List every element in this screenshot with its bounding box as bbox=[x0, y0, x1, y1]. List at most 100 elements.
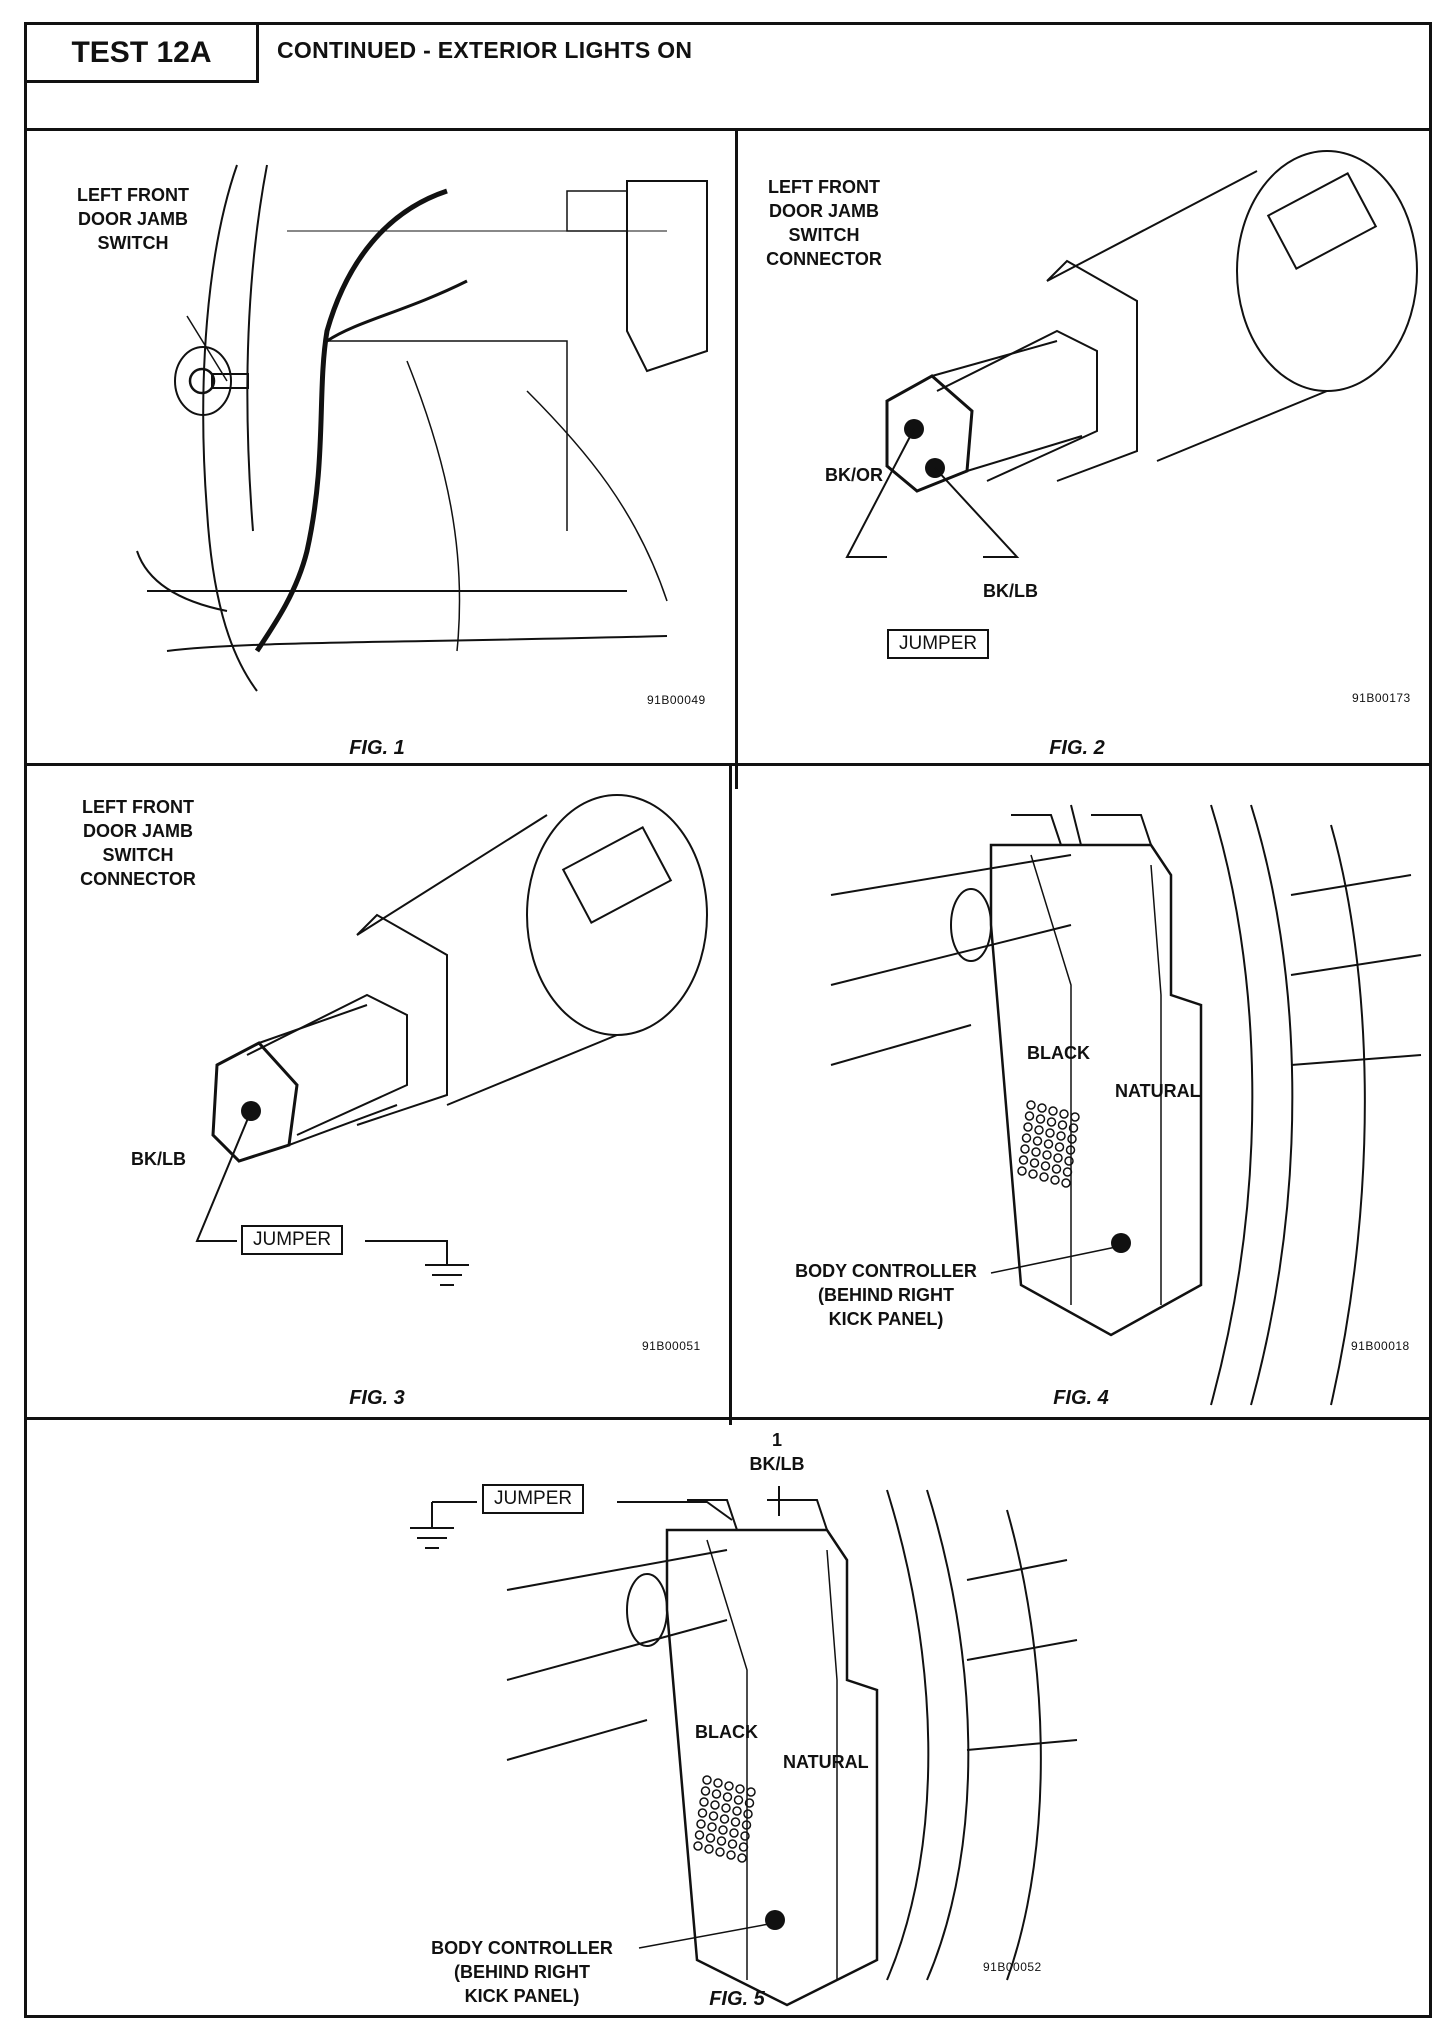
vent-hole bbox=[696, 1819, 706, 1829]
vent-hole bbox=[741, 1820, 752, 1830]
vent-hole bbox=[719, 1814, 730, 1824]
vent-hole bbox=[732, 1806, 742, 1816]
body-controller-illustration bbox=[830, 804, 1422, 1406]
figure-caption: FIG. 2 bbox=[1049, 737, 1105, 759]
vent-hole bbox=[699, 1797, 709, 1807]
jumper-box: JUMPER bbox=[887, 629, 990, 659]
vent-hole bbox=[738, 1842, 749, 1852]
vent-hole bbox=[746, 1787, 756, 1797]
connector-label: LEFT FRONT DOOR JAMB SWITCH CONNECTOR bbox=[766, 177, 882, 269]
natural-label: NATURAL bbox=[1115, 1081, 1201, 1101]
vent-hole bbox=[1024, 1111, 1035, 1121]
vent-hole bbox=[1029, 1158, 1040, 1168]
vent-hole bbox=[1028, 1169, 1038, 1179]
test-label: TEST 12A bbox=[27, 25, 259, 83]
vent-hole bbox=[1070, 1112, 1080, 1122]
vent-hole bbox=[1040, 1161, 1051, 1171]
vent-hole bbox=[1056, 1131, 1066, 1141]
vent-hole bbox=[1057, 1120, 1068, 1130]
vent-hole bbox=[1026, 1100, 1036, 1110]
vent-hole bbox=[1054, 1142, 1065, 1152]
vent-hole bbox=[694, 1830, 705, 1840]
connector-label: LEFT FRONT DOOR JAMB SWITCH CONNECTOR bbox=[80, 797, 196, 889]
vent-hole bbox=[1059, 1109, 1069, 1119]
divider-vertical-mid bbox=[729, 763, 732, 1425]
diagnostic-page: TEST 12A CONTINUED - EXTERIOR LIGHTS ON bbox=[24, 22, 1432, 2018]
vent-hole bbox=[1017, 1166, 1027, 1176]
vent-hole bbox=[718, 1825, 728, 1835]
vent-hole bbox=[1021, 1133, 1032, 1143]
vent-hole bbox=[724, 1781, 734, 1791]
vent-hole bbox=[1043, 1139, 1054, 1149]
vent-hole bbox=[1050, 1175, 1060, 1185]
vent-hole bbox=[713, 1778, 723, 1788]
vent-hole bbox=[730, 1817, 741, 1827]
figure-2-panel: LEFT FRONT DOOR JAMB SWITCH CONNECTOR BK… bbox=[737, 131, 1432, 763]
jumper-box: JUMPER bbox=[482, 1484, 585, 1514]
vent-hole bbox=[1023, 1122, 1033, 1132]
figure-code: 91B00051 bbox=[642, 1339, 701, 1353]
vent-hole bbox=[715, 1847, 725, 1857]
vent-hole bbox=[1032, 1136, 1043, 1146]
vent-hole bbox=[1051, 1164, 1062, 1174]
vent-hole bbox=[1053, 1153, 1063, 1163]
divider-row-2 bbox=[27, 1417, 1429, 1420]
figure-caption: FIG. 3 bbox=[349, 1387, 405, 1409]
body-controller-label: BODY CONTROLLER (BEHIND RIGHT KICK PANEL… bbox=[795, 1261, 977, 1329]
vent-hole bbox=[1045, 1128, 1055, 1138]
connector-illustration bbox=[845, 150, 1418, 558]
vent-hole bbox=[737, 1853, 747, 1863]
figure-4-panel: BLACK NATURAL BODY CONTROLLER (BEHIND RI… bbox=[731, 765, 1432, 1417]
vent-hole bbox=[716, 1836, 727, 1846]
vent-hole bbox=[1046, 1117, 1057, 1127]
vent-hole bbox=[1037, 1103, 1047, 1113]
black-label: BLACK bbox=[695, 1722, 758, 1742]
vent-hole bbox=[1042, 1150, 1052, 1160]
vent-hole bbox=[702, 1775, 712, 1785]
figure-code: 91B00173 bbox=[1352, 691, 1411, 705]
vent-hole bbox=[1034, 1125, 1044, 1135]
figure-caption: FIG. 1 bbox=[349, 737, 405, 759]
vent-hole bbox=[707, 1822, 717, 1832]
vent-hole bbox=[708, 1811, 719, 1821]
vent-hole bbox=[704, 1844, 714, 1854]
vent-hole bbox=[1062, 1167, 1073, 1177]
pin-bk-or-label: BK/OR bbox=[825, 465, 883, 485]
figure-code: 91B00018 bbox=[1351, 1339, 1410, 1353]
pin-bk-lb-label: 1 BK/LB bbox=[749, 1430, 805, 1474]
switch-label: LEFT FRONT DOOR JAMB SWITCH bbox=[77, 185, 189, 253]
pin-bk-lb-label: BK/LB bbox=[131, 1149, 186, 1169]
vent-hole bbox=[722, 1792, 733, 1802]
figure-1-panel: LEFT FRONT DOOR JAMB SWITCH 91B00049 FIG… bbox=[27, 131, 733, 763]
vent-hole bbox=[729, 1828, 739, 1838]
vent-hole bbox=[743, 1809, 753, 1819]
vent-hole bbox=[1018, 1155, 1029, 1165]
vent-hole bbox=[726, 1850, 736, 1860]
vent-hole bbox=[710, 1800, 720, 1810]
page-title: CONTINUED - EXTERIOR LIGHTS ON bbox=[277, 37, 693, 63]
divider-vertical-top bbox=[735, 129, 738, 789]
figure-3-panel: LEFT FRONT DOOR JAMB SWITCH CONNECTOR BK… bbox=[27, 765, 727, 1417]
connector-illustration bbox=[195, 794, 708, 1286]
natural-label: NATURAL bbox=[783, 1752, 869, 1772]
vent-hole bbox=[1068, 1123, 1079, 1133]
vent-hole bbox=[1031, 1147, 1041, 1157]
page-header: TEST 12A CONTINUED - EXTERIOR LIGHTS ON bbox=[27, 25, 1429, 131]
figure-caption: FIG. 4 bbox=[1053, 1387, 1109, 1409]
body-controller-label: BODY CONTROLLER (BEHIND RIGHT KICK PANEL… bbox=[431, 1938, 613, 2006]
vent-hole bbox=[700, 1786, 711, 1796]
vent-hole bbox=[711, 1789, 722, 1799]
jumper-box: JUMPER bbox=[241, 1225, 344, 1255]
vent-hole bbox=[1048, 1106, 1058, 1116]
pin-bk-lb-label: BK/LB bbox=[983, 581, 1038, 601]
body-controller-illustration bbox=[410, 1486, 1078, 2007]
vent-hole bbox=[735, 1784, 745, 1794]
figure-caption: FIG. 5 bbox=[709, 1988, 765, 2010]
black-label: BLACK bbox=[1027, 1043, 1090, 1063]
figure-code: 91B00052 bbox=[983, 1960, 1042, 1974]
vent-hole bbox=[1039, 1172, 1049, 1182]
vent-hole bbox=[705, 1833, 716, 1843]
vent-hole bbox=[693, 1841, 703, 1851]
vent-hole bbox=[727, 1839, 738, 1849]
vent-hole bbox=[1035, 1114, 1046, 1124]
